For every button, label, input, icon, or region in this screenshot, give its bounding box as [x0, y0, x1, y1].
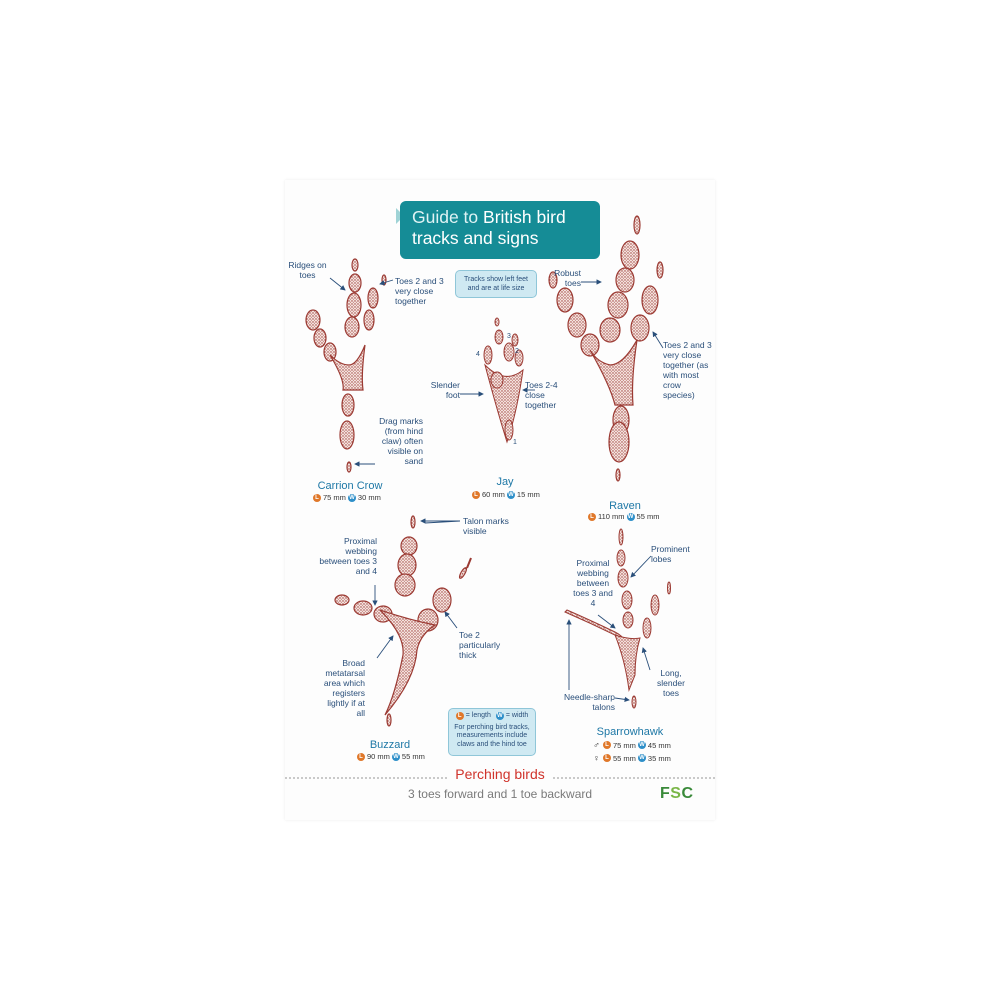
jay-track — [483, 317, 524, 444]
length-icon: L — [603, 741, 611, 749]
sparrowhawk-webbing-annotation: Proximal webbing between toes 3 and 4 — [573, 558, 613, 608]
title-part2: British bird — [483, 207, 566, 227]
buzzard-webbing-annotation: Proximal webbing between toes 3 and 4 — [319, 536, 377, 576]
sparrowhawk-female-length: 55 mm — [613, 753, 636, 763]
info-box-text: Tracks show left feet and are at life si… — [464, 276, 528, 292]
legend-length-label: = length — [465, 712, 491, 719]
fsc-logo-c: C — [681, 785, 694, 802]
annotation-arrows — [329, 277, 664, 703]
buzzard-name: Buzzard — [369, 739, 411, 751]
jay-width: 15 mm — [516, 490, 540, 499]
crow-drag-annotation: Drag marks (from hind claw) often visibl… — [379, 416, 423, 466]
jay-toe-2: 2 — [515, 348, 519, 355]
sparrowhawk-needle-annotation: Needle-sharp talons — [563, 692, 615, 712]
buzzard-toe2-annotation: Toe 2 particularly thick — [459, 630, 501, 660]
sparrowhawk-female-measurements: ♀ L 55 mm W 35 mm — [592, 753, 671, 763]
length-icon: L — [472, 490, 480, 499]
sparrowhawk-male-length: 75 mm — [613, 740, 636, 750]
length-icon: L — [588, 512, 596, 521]
raven-toes-annotation: Toes 2 and 3 very close together (as wit… — [663, 340, 712, 400]
crow-ridges-annotation: Ridges on toes — [288, 260, 327, 280]
legend-note: For perching bird tracks, measurements i… — [454, 723, 530, 748]
carrion-crow-measurements: L 75 mm W 30 mm — [313, 493, 381, 502]
jay-toe-3: 3 — [507, 333, 511, 340]
female-icon: ♀ — [593, 753, 600, 763]
jay-toes-annotation: Toes 2-4 close together — [525, 380, 558, 410]
section-title-text: Perching birds — [447, 766, 553, 782]
width-icon: W — [347, 493, 356, 502]
crow-length: 75 mm — [323, 493, 346, 502]
sparrowhawk-male-measurements: ♂ L 75 mm W 45 mm — [592, 740, 671, 750]
section-title: Perching birds — [285, 766, 715, 784]
length-icon: L — [313, 493, 321, 502]
buzzard-width: 55 mm — [401, 752, 425, 761]
page-title: Guide to British bird tracks and signs — [400, 201, 600, 259]
raven-width: 55 mm — [636, 512, 660, 521]
legend-keys: L = length W = width — [452, 712, 532, 721]
sparrowhawk-female-width: 35 mm — [647, 753, 671, 763]
length-icon: L — [455, 712, 464, 721]
carrion-crow-name: Carrion Crow — [317, 480, 383, 492]
guide-card: Guide to British bird tracks and signs T… — [285, 180, 715, 820]
width-icon: W — [637, 741, 646, 749]
buzzard-track — [334, 515, 472, 727]
title-part1: Guide to — [412, 207, 479, 227]
jay-slender-annotation: Slender foot — [430, 380, 460, 400]
raven-length: 110 mm — [598, 512, 625, 521]
buzzard-measurements: L 90 mm W 55 mm — [357, 752, 425, 761]
carrion-crow-track — [305, 258, 387, 473]
raven-name: Raven — [609, 500, 641, 512]
raven-robust-annotation: Robust toes — [554, 268, 581, 288]
fsc-logo-f: F — [660, 785, 671, 802]
width-icon: W — [506, 490, 515, 499]
length-icon: L — [357, 752, 365, 761]
buzzard-broad-annotation: Broad metatarsal area which registers li… — [323, 658, 365, 718]
buzzard-length: 90 mm — [367, 752, 390, 761]
sparrowhawk-lobes-annotation: Prominent lobes — [651, 544, 690, 564]
jay-name: Jay — [496, 476, 514, 488]
jay-toe-4: 4 — [476, 351, 480, 358]
crow-width: 30 mm — [357, 493, 381, 502]
sparrowhawk-long-annotation: Long, slender toes — [657, 668, 685, 698]
sparrowhawk-male-width: 45 mm — [647, 740, 671, 750]
raven-track — [548, 215, 664, 482]
legend-box: L = length W = width For perching bird t… — [448, 708, 536, 756]
crow-toes-annotation: Toes 2 and 3 very close together — [395, 276, 444, 306]
fsc-logo-s: S — [670, 785, 682, 802]
title-line2: tracks and signs — [412, 228, 539, 248]
sparrowhawk-track — [564, 528, 671, 709]
section-subtitle: 3 toes forward and 1 toe backward — [407, 787, 593, 801]
male-icon: ♂ — [593, 740, 600, 750]
width-icon: W — [637, 754, 646, 762]
buzzard-talon-annotation: Talon marks visible — [463, 516, 509, 536]
tracks-illustration — [305, 215, 671, 727]
jay-toe-1: 1 — [513, 439, 517, 446]
raven-measurements: L 110 mm W 55 mm — [588, 512, 659, 521]
info-box: Tracks show left feet and are at life si… — [455, 270, 537, 298]
width-icon: W — [626, 512, 635, 521]
sparrowhawk-name: Sparrowhawk — [596, 726, 664, 738]
legend-width-label: = width — [505, 712, 529, 719]
jay-measurements: L 60 mm W 15 mm — [472, 490, 540, 499]
width-icon: W — [495, 712, 504, 721]
width-icon: W — [391, 752, 400, 761]
length-icon: L — [603, 754, 611, 762]
fsc-logo: FSC — [660, 785, 694, 803]
jay-length: 60 mm — [482, 490, 505, 499]
